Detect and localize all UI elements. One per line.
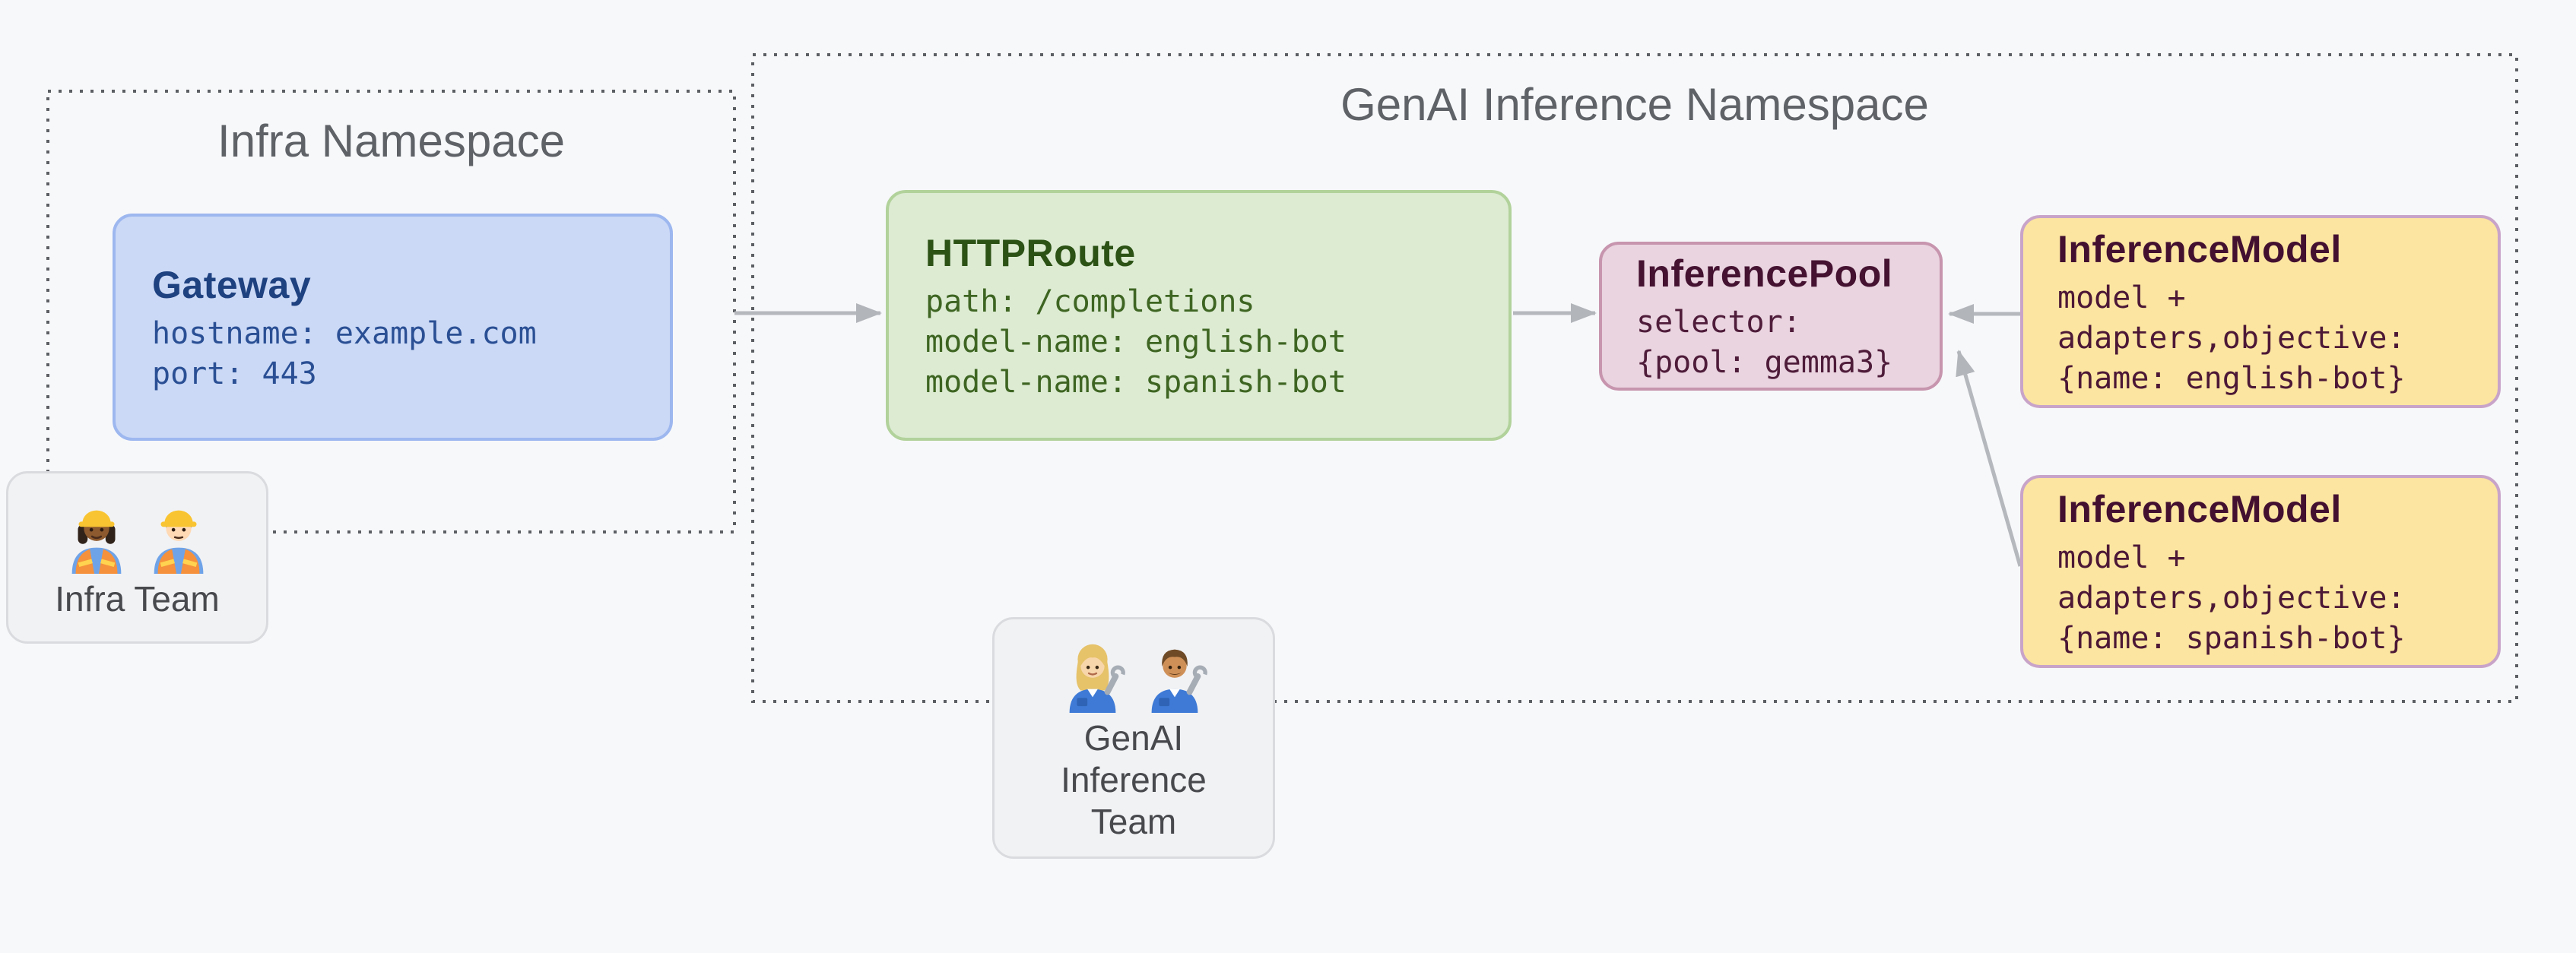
gateway-node-title: Gateway xyxy=(152,263,312,306)
genai-namespace-border xyxy=(751,53,2518,703)
httproute-node: HTTPRoute path: /completions model-name:… xyxy=(886,190,1512,441)
inferencemodel-english-adapters-line: adapters,objective: xyxy=(2057,320,2406,356)
woman-construction-worker-icon xyxy=(71,510,121,574)
httproute-model-spanish-line: model-name: spanish-bot xyxy=(925,364,1347,400)
gateway-hostname-line: hostname: example.com xyxy=(152,315,537,351)
arrow-inferencemodel-spanish-to-inferencepool xyxy=(1956,350,2022,567)
man-mechanic-icon xyxy=(1151,649,1207,713)
infra-namespace-title: Infra Namespace xyxy=(217,116,565,166)
inferencemodel-english-node-title: InferenceModel xyxy=(2057,227,2342,271)
infra-team-label: Infra Team xyxy=(55,579,220,619)
genai-inference-team-label: GenAI Inference Team xyxy=(1061,717,1207,841)
inferencemodel-english-node: InferenceModel model + adapters,objectiv… xyxy=(2020,215,2501,408)
httproute-path-line: path: /completions xyxy=(925,283,1255,319)
inferencemodel-spanish-adapters-line: adapters,objective: xyxy=(2057,580,2406,616)
genai-namespace-title: GenAI Inference Namespace xyxy=(1340,79,1929,130)
woman-mechanic-icon xyxy=(1069,644,1125,713)
infra-team-card: Infra Team xyxy=(6,471,268,644)
inferencemodel-spanish-node: InferenceModel model + adapters,objectiv… xyxy=(2020,475,2501,668)
inferencepool-node-title: InferencePool xyxy=(1636,252,1893,295)
inferencemodel-spanish-model-line: model + xyxy=(2057,540,2186,575)
inferencemodel-spanish-node-title: InferenceModel xyxy=(2057,487,2342,530)
man-construction-worker-icon xyxy=(154,510,203,574)
httproute-model-english-line: model-name: english-bot xyxy=(925,324,1347,359)
inferencepool-selector-line: selector: xyxy=(1636,305,1801,340)
inferencepool-node: InferencePool selector: {pool: gemma3} xyxy=(1599,242,1943,391)
inferencepool-pool-line: {pool: gemma3} xyxy=(1636,345,1893,380)
genai-inference-team-icons xyxy=(1055,634,1212,713)
inferencemodel-english-name-line: {name: english-bot} xyxy=(2057,360,2406,396)
inferencemodel-spanish-name-line: {name: spanish-bot} xyxy=(2057,620,2406,656)
genai-inference-team-card: GenAI Inference Team xyxy=(992,617,1275,859)
gateway-node: Gateway hostname: example.com port: 443 xyxy=(113,214,673,441)
inferencemodel-english-model-line: model + xyxy=(2057,280,2186,315)
httproute-node-title: HTTPRoute xyxy=(925,231,1136,274)
infra-team-icons xyxy=(59,495,216,574)
gateway-port-line: port: 443 xyxy=(152,356,317,391)
